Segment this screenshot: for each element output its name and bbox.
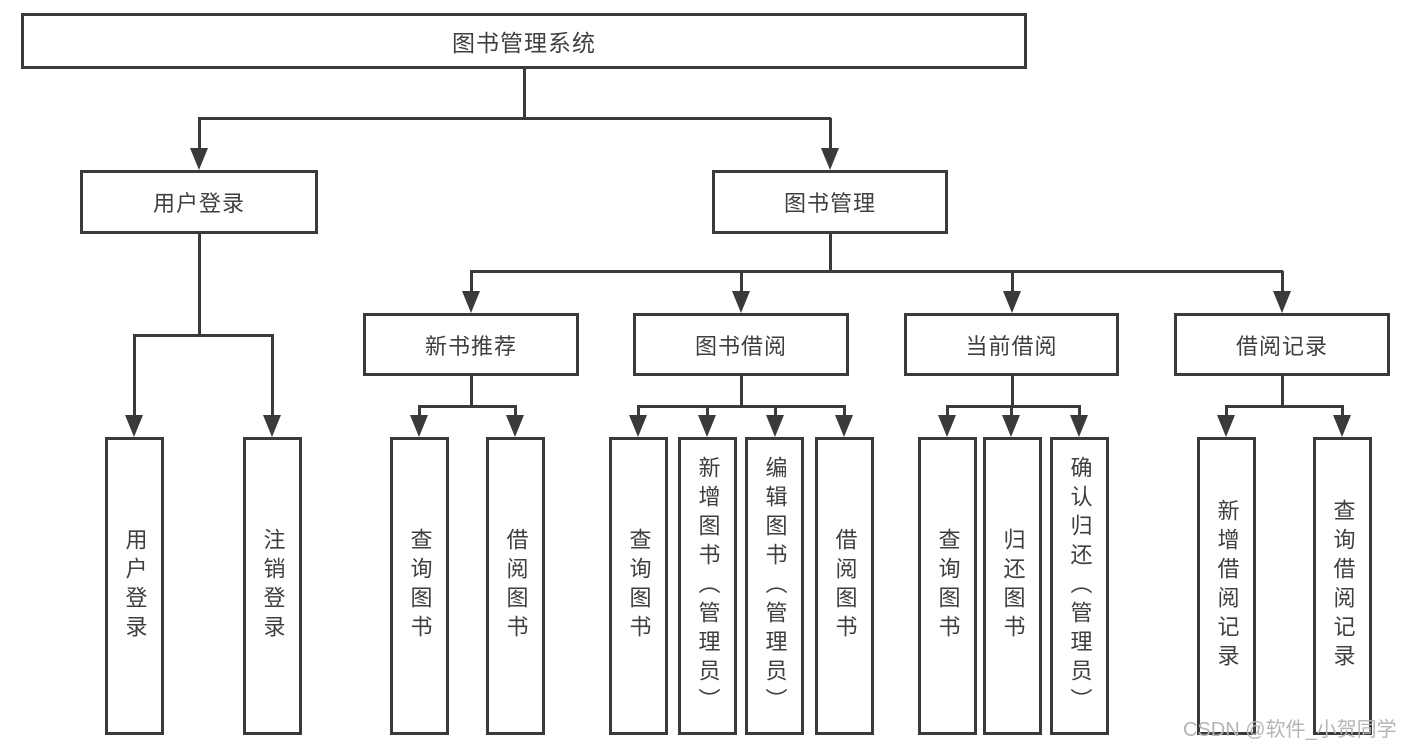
connector-newbooks-stem bbox=[470, 376, 473, 406]
connector-drop-cb-query bbox=[946, 406, 949, 417]
leaf-query-borrow-record: 查询借阅记录 bbox=[1313, 437, 1372, 735]
connector-borrowrecords-stem bbox=[1281, 376, 1284, 406]
arrowhead-book-mgmt bbox=[821, 148, 839, 170]
connector-drop-currentborrow bbox=[1011, 271, 1014, 293]
leaf-borrow-query-book: 查询图书 bbox=[609, 437, 668, 735]
arrowhead-borrowrecords bbox=[1273, 291, 1291, 313]
connector-currentborrow-stem bbox=[1011, 376, 1014, 406]
node-user-login: 用户登录 bbox=[80, 170, 318, 234]
leaf-add-book-admin: 新增图书（管理员） bbox=[678, 437, 737, 735]
connector-drop-bb-borrow bbox=[843, 406, 846, 417]
connector-bookmgmt-rail bbox=[470, 270, 1283, 273]
connector-bookmgmt-stem bbox=[829, 234, 832, 271]
connector-drop-user-login bbox=[198, 118, 201, 150]
connector-drop-bb-edit bbox=[774, 406, 777, 417]
connector-drop-bookborrow bbox=[740, 271, 743, 293]
leaf-newbooks-query-book: 查询图书 bbox=[390, 437, 449, 735]
connector-bookborrow-stem bbox=[740, 376, 743, 406]
arrowhead-bookborrow bbox=[732, 291, 750, 313]
arrowhead-leaf-login bbox=[125, 415, 143, 437]
connector-bookborrow-rail bbox=[637, 405, 846, 408]
connector-drop-br-query bbox=[1341, 406, 1344, 417]
node-new-book-recommend: 新书推荐 bbox=[363, 313, 579, 376]
arrowhead-bb-add bbox=[698, 415, 716, 437]
leaf-logout: 注销登录 bbox=[243, 437, 302, 735]
connector-root-stem bbox=[523, 69, 526, 118]
arrowhead-nb-borrow bbox=[506, 415, 524, 437]
leaf-confirm-return-admin: 确认归还（管理员） bbox=[1050, 437, 1109, 735]
node-borrow-records: 借阅记录 bbox=[1174, 313, 1390, 376]
arrowhead-user-login bbox=[190, 148, 208, 170]
node-book-borrowing: 图书借阅 bbox=[633, 313, 849, 376]
arrowhead-nb-query bbox=[410, 415, 428, 437]
connector-drop-newbooks bbox=[470, 271, 473, 293]
arrowhead-bb-edit bbox=[766, 415, 784, 437]
leaf-user-login: 用户登录 bbox=[105, 437, 164, 735]
arrowhead-bb-query bbox=[629, 415, 647, 437]
node-book-management: 图书管理 bbox=[712, 170, 948, 234]
connector-drop-book-mgmt bbox=[829, 118, 832, 150]
leaf-borrow-borrow-book: 借阅图书 bbox=[815, 437, 874, 735]
leaf-edit-book-admin: 编辑图书（管理员） bbox=[745, 437, 804, 735]
arrowhead-cb-return bbox=[1002, 415, 1020, 437]
connector-drop-br-add bbox=[1225, 406, 1228, 417]
arrowhead-br-add bbox=[1217, 415, 1235, 437]
arrowhead-newbooks bbox=[462, 291, 480, 313]
connector-drop-bb-query bbox=[637, 406, 640, 417]
connector-drop-cb-return bbox=[1010, 406, 1013, 417]
connector-newbooks-rail bbox=[418, 405, 517, 408]
connector-drop-leaf-logout bbox=[271, 335, 274, 417]
connector-drop-nb-query bbox=[418, 406, 421, 417]
leaf-add-borrow-record: 新增借阅记录 bbox=[1197, 437, 1256, 735]
leaf-return-book: 归还图书 bbox=[983, 437, 1042, 735]
connector-root-rail bbox=[198, 117, 831, 120]
leaf-current-query-book: 查询图书 bbox=[918, 437, 977, 735]
arrowhead-cb-query bbox=[938, 415, 956, 437]
arrowhead-currentborrow bbox=[1003, 291, 1021, 313]
leaf-newbooks-borrow-book: 借阅图书 bbox=[486, 437, 545, 735]
csdn-watermark: CSDN @软件_小贺同学 bbox=[1183, 719, 1397, 741]
arrowhead-bb-borrow bbox=[835, 415, 853, 437]
connector-drop-leaf-login bbox=[133, 335, 136, 417]
connector-drop-bb-add bbox=[706, 406, 709, 417]
arrowhead-cb-confirm bbox=[1070, 415, 1088, 437]
connector-drop-borrowrecords bbox=[1281, 271, 1284, 293]
connector-drop-cb-confirm bbox=[1078, 406, 1081, 417]
arrowhead-br-query bbox=[1333, 415, 1351, 437]
node-current-borrowing: 当前借阅 bbox=[904, 313, 1119, 376]
connector-currentborrow-rail bbox=[946, 405, 1081, 408]
connector-userlogin-stem bbox=[198, 234, 201, 335]
connector-borrowrecords-rail bbox=[1225, 405, 1344, 408]
connector-userlogin-rail bbox=[133, 334, 274, 337]
arrowhead-leaf-logout bbox=[263, 415, 281, 437]
connector-drop-nb-borrow bbox=[514, 406, 517, 417]
node-root-library-system: 图书管理系统 bbox=[21, 13, 1027, 69]
